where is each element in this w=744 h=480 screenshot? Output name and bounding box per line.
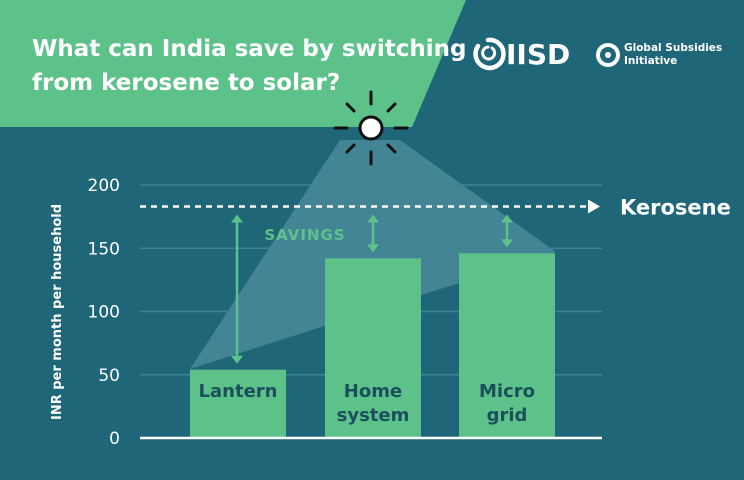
savings-arrow-up-icon [231, 214, 243, 223]
bar-label: grid [487, 405, 528, 426]
iisd-logo-inner-icon [481, 45, 497, 61]
y-axis-ticks: 0 50 100 150 200 [88, 176, 120, 449]
savings-arrow-down-icon [231, 355, 243, 364]
sun-icon [333, 90, 409, 166]
bar-labels: Lantern Home system Micro grid [199, 381, 535, 426]
chart-title-line2: from kerosene to solar? [32, 70, 340, 96]
title-panel [0, 0, 466, 127]
kerosene-label: Kerosene [620, 196, 731, 220]
bar [325, 258, 421, 438]
gsi-logo-text-line2: Initiative [624, 55, 677, 67]
bar [459, 253, 555, 438]
savings-arrow-down-icon [367, 244, 379, 253]
y-tick-label: 150 [88, 239, 120, 259]
gsi-logo-dot-icon [605, 52, 611, 58]
y-axis-label: INR per month per household [50, 204, 65, 420]
gsi-logo: Global Subsidies Initiative [596, 42, 722, 67]
bar [190, 369, 286, 438]
bars [190, 253, 555, 438]
bar-label: Home [344, 381, 402, 402]
y-tick-label: 0 [109, 429, 120, 449]
iisd-logo: IISD [473, 37, 570, 71]
kerosene-arrow-icon [588, 199, 600, 214]
y-tick-label: 100 [88, 303, 120, 323]
savings-arrow-up-icon [501, 214, 513, 223]
y-tick-label: 200 [88, 176, 120, 196]
savings-arrows [231, 214, 513, 364]
iisd-logo-text: IISD [506, 38, 570, 71]
iisd-logo-icon [473, 37, 506, 71]
bar-label: system [337, 405, 410, 426]
gsi-logo-icon [596, 43, 620, 67]
bar-label: Lantern [199, 381, 278, 402]
savings-arrow-down-icon [501, 239, 513, 248]
savings-arrow-up-icon [367, 214, 379, 223]
y-tick-label: 50 [98, 366, 120, 386]
chart-title-line1: What can India save by switching [32, 36, 466, 62]
savings-label: SAVINGS [264, 226, 345, 244]
gsi-logo-text-line1: Global Subsidies [624, 42, 722, 54]
bar-label: Micro [479, 381, 535, 402]
